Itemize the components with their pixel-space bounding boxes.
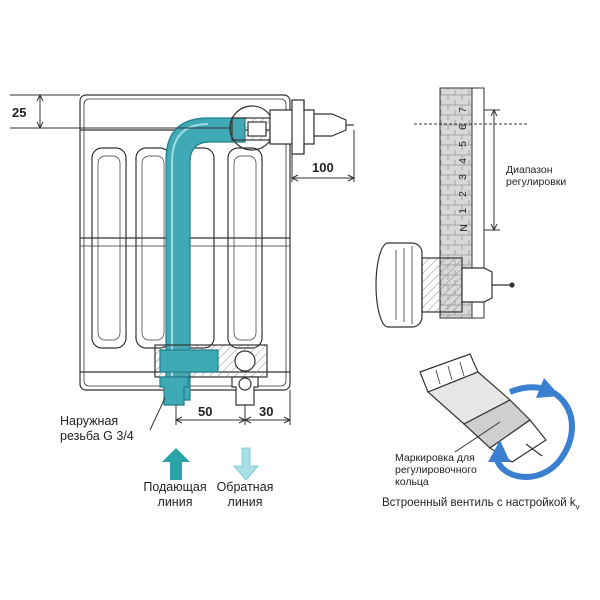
range-label: Диапазон регулировки [506, 164, 567, 188]
dimension-side-offset: 100 [312, 160, 334, 175]
return-arrow [233, 447, 259, 481]
scale-tick-3: 3 [456, 174, 469, 181]
return-line-label: Обратная линия [216, 480, 274, 509]
radiator-valve-insert [229, 99, 354, 155]
dimension-spacing-b: 30 [259, 404, 274, 419]
dimension-lines [10, 93, 356, 431]
marking-leader [454, 421, 501, 453]
adjustment-scale [414, 108, 528, 232]
scale-tick-N: N [457, 224, 470, 232]
valve-insert-perspective [419, 353, 547, 463]
supply-arrow [162, 448, 190, 480]
valve-caption-text: Встроенный вентиль с настройкой k [382, 497, 576, 509]
marking-label: Маркировка для регулировочного кольца [395, 452, 477, 488]
dimension-top-offset: 25 [12, 105, 27, 120]
bottom-connector-block [154, 344, 268, 406]
thermostat-head [375, 242, 515, 328]
dimension-spacing-a: 50 [198, 404, 213, 419]
scale-tick-4: 4 [456, 157, 469, 164]
scale-tick-7: 7 [456, 107, 469, 113]
scale-tick-1: 1 [456, 208, 469, 215]
valve-caption: Встроенный вентиль с настройкой kv [382, 496, 580, 514]
valve-caption-subscript: v [575, 502, 580, 512]
scale-tick-2: 2 [456, 191, 469, 198]
rotation-arrow [488, 378, 575, 480]
scale-tick-6: 6 [456, 123, 469, 130]
thread-label: Наружная резьба G 3/4 [60, 414, 134, 443]
scale-tick-5: 5 [456, 140, 469, 147]
supply-line-label: Подающая линия [143, 480, 207, 509]
